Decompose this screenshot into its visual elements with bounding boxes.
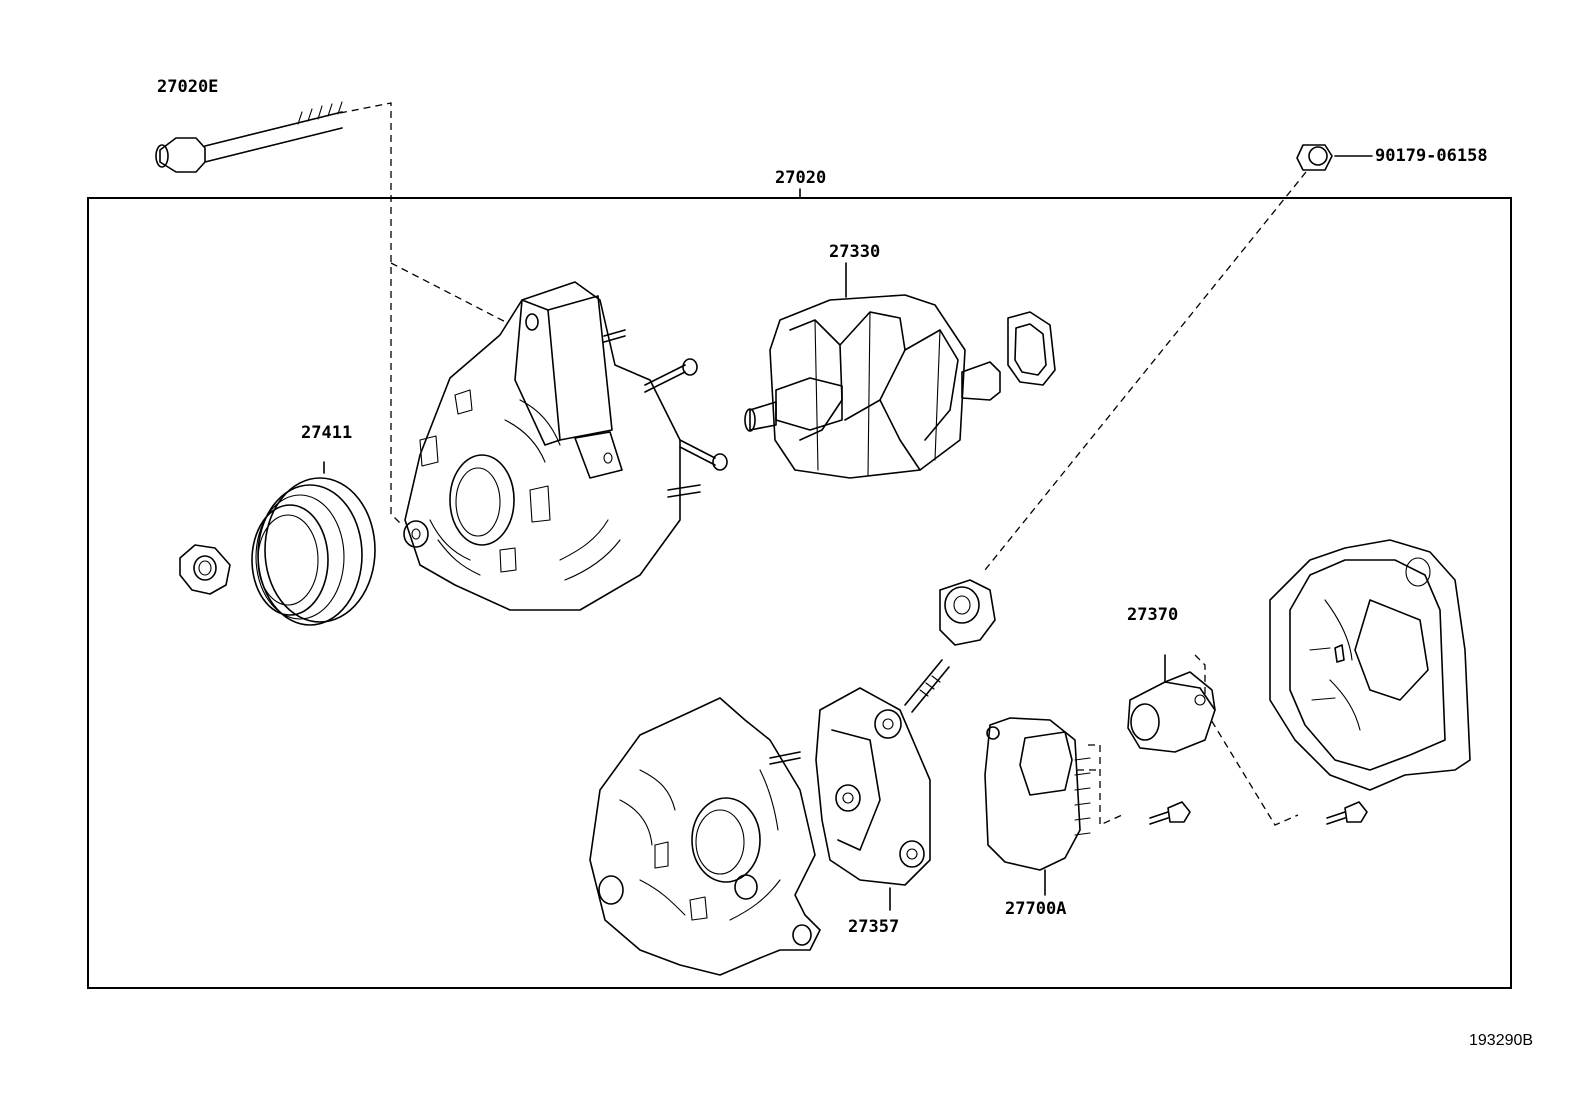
dashed-guides	[339, 102, 1307, 827]
label-27370: 27370	[1127, 605, 1178, 625]
grommet-icon	[1296, 144, 1373, 171]
label-27330: 27330	[829, 242, 880, 262]
retainer-ring-icon	[1007, 311, 1056, 386]
label-27020E: 27020E	[157, 77, 218, 97]
rectifier-icon	[815, 659, 950, 911]
rear-end-frame-icon	[589, 697, 821, 976]
label-27357: 27357	[848, 917, 899, 937]
label-90179-06158: 90179-06158	[1375, 146, 1488, 166]
rotor-icon	[744, 262, 1001, 479]
brush-holder-icon	[1127, 654, 1216, 753]
rear-cover-icon	[1269, 539, 1471, 791]
bearing-icon	[939, 579, 996, 646]
pulley-icon	[251, 461, 376, 626]
label-27020: 27020	[775, 168, 826, 188]
figure-id: 193290B	[1469, 1032, 1533, 1049]
screw-icon-2	[1326, 801, 1368, 825]
regulator-icon	[984, 717, 1091, 896]
screw-icon	[1149, 801, 1191, 825]
label-27411: 27411	[301, 423, 352, 443]
label-27700A: 27700A	[1005, 899, 1066, 919]
drive-end-frame-icon	[403, 281, 728, 611]
nut-icon	[179, 544, 231, 595]
through-bolt-icon	[155, 101, 343, 173]
